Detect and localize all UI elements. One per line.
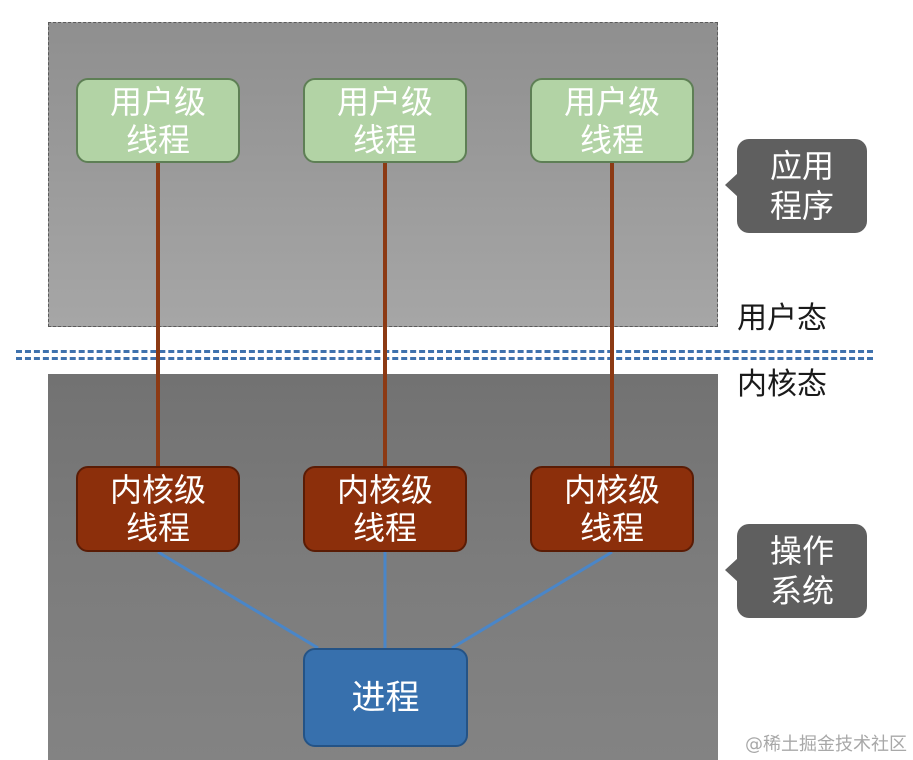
- os-callout-line2: 系统: [769, 572, 834, 610]
- user-thread-label-3a: 用户级: [563, 82, 660, 121]
- process-link-3: [451, 550, 613, 650]
- kernel-thread-box-3: 内核级 线程: [530, 466, 694, 552]
- app-callout-line2: 程序: [769, 187, 834, 225]
- user-thread-box-1: 用户级 线程: [76, 78, 240, 163]
- user-thread-box-2: 用户级 线程: [303, 78, 467, 163]
- user-thread-label-1a: 用户级: [109, 82, 206, 121]
- os-callout: 操作 系统: [725, 524, 867, 618]
- app-callout-line1: 应用: [769, 147, 834, 185]
- mode-divider-line-bottom: [16, 357, 873, 360]
- user-thread-label-1b: 线程: [125, 120, 190, 159]
- mode-divider-line-top: [16, 350, 873, 353]
- kernel-thread-label-1b: 线程: [125, 509, 190, 547]
- user-mode-label: 用户态: [737, 301, 827, 336]
- user-thread-box-3: 用户级 线程: [530, 78, 694, 163]
- app-program-callout: 应用 程序: [725, 139, 867, 233]
- user-thread-label-2b: 线程: [352, 120, 417, 159]
- user-thread-label-2a: 用户级: [336, 82, 433, 121]
- kernel-mode-label: 内核态: [737, 367, 827, 402]
- process-label: 进程: [351, 677, 420, 718]
- kernel-thread-label-3a: 内核级: [563, 471, 660, 509]
- user-thread-label-3b: 线程: [579, 120, 644, 159]
- process-link-1: [157, 550, 319, 650]
- kernel-thread-box-1: 内核级 线程: [76, 466, 240, 552]
- watermark-text: @稀土掘金技术社区: [745, 734, 907, 755]
- os-callout-line1: 操作: [769, 532, 834, 570]
- kernel-thread-label-3b: 线程: [579, 509, 644, 547]
- kernel-thread-label-2a: 内核级: [336, 471, 433, 509]
- kernel-thread-label-2b: 线程: [352, 509, 417, 547]
- kernel-thread-label-1a: 内核级: [109, 471, 206, 509]
- process-box: 进程: [303, 648, 468, 747]
- kernel-thread-box-2: 内核级 线程: [303, 466, 467, 552]
